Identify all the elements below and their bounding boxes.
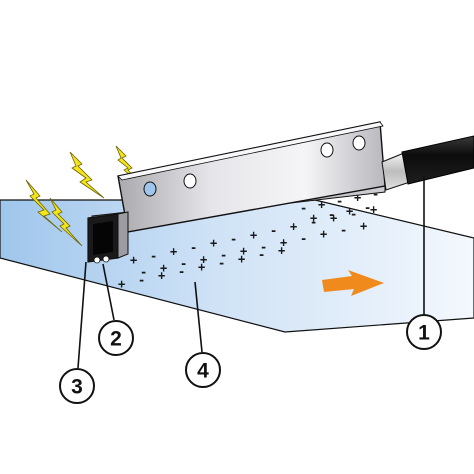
- charge-symbol: -: [150, 249, 157, 263]
- lightning-spark-icon: [25, 145, 141, 247]
- charge-symbol: -: [230, 232, 237, 246]
- charge-symbol: -: [328, 208, 335, 222]
- charge-symbol: +: [290, 219, 297, 233]
- charge-symbol: -: [220, 248, 227, 262]
- charge-symbol: +: [200, 252, 207, 266]
- charge-symbol: -: [350, 207, 357, 221]
- charge-symbol: +: [240, 244, 247, 258]
- charge-symbol: +: [238, 252, 245, 266]
- charge-symbol: +: [158, 269, 165, 283]
- charge-symbol: +: [198, 260, 205, 274]
- charge-symbol: -: [258, 248, 265, 262]
- mounting-holes: [143, 135, 366, 197]
- emitter-channel-side: [117, 211, 129, 259]
- power-cable: [401, 135, 474, 185]
- charge-symbol: +: [118, 277, 125, 291]
- charge-field: +-+-+-+-+-+-+-+-+-+-+-+-++-+-+-+-+-+-+-+…: [118, 187, 379, 291]
- charge-symbol: -: [310, 215, 317, 229]
- charge-symbol: +: [280, 236, 287, 250]
- callout-2-label: 2: [110, 328, 122, 351]
- charge-symbol: -: [190, 240, 197, 254]
- callout-3: 3: [59, 368, 95, 404]
- leader-line-4: [194, 281, 203, 353]
- charge-symbol: +: [346, 204, 353, 218]
- film-sheet: [0, 199, 474, 333]
- leader-line-2: [102, 263, 115, 321]
- charge-symbol: -: [300, 201, 307, 215]
- charge-symbol: +: [130, 253, 137, 267]
- charge-symbol: +: [360, 219, 367, 233]
- charge-symbol: -: [180, 257, 187, 271]
- charge-symbol: -: [372, 187, 379, 201]
- charge-symbol: -: [336, 194, 343, 208]
- charge-symbol: -: [300, 231, 307, 245]
- eliminator-bar-top-edge: [117, 121, 384, 181]
- emitter-pins: [93, 255, 110, 264]
- callout-2: 2: [98, 320, 134, 356]
- callout-1-label: 1: [418, 322, 430, 345]
- charge-symbol: -: [218, 256, 225, 270]
- callout-1: 1: [406, 314, 442, 350]
- movement-arrow-icon: [322, 270, 384, 296]
- charge-symbol: +: [210, 236, 217, 250]
- charge-symbol: +: [318, 198, 325, 212]
- charge-symbol: -: [364, 201, 371, 215]
- charge-symbol: -: [140, 265, 147, 279]
- charge-symbol: -: [260, 240, 267, 254]
- charge-symbol: +: [278, 243, 285, 257]
- leader-line-3: [77, 261, 87, 369]
- charge-symbol: +: [160, 261, 167, 275]
- callout-4: 4: [185, 352, 221, 388]
- charge-symbol: -: [340, 223, 347, 237]
- callout-3-label: 3: [71, 376, 83, 399]
- emitter-channel-inner: [93, 221, 113, 255]
- charge-symbol: +: [310, 211, 317, 225]
- charge-symbol: +: [330, 211, 337, 225]
- charge-symbol: +: [370, 203, 377, 217]
- charge-symbol: +: [250, 228, 257, 242]
- charge-symbol: +: [320, 227, 327, 241]
- callout-4-label: 4: [197, 360, 209, 383]
- charge-symbol: -: [138, 273, 145, 287]
- charge-symbol: +: [354, 191, 361, 205]
- callout-leaders: [77, 176, 425, 369]
- charge-symbol: -: [270, 224, 277, 238]
- charge-symbol: +: [170, 245, 177, 259]
- charge-symbol: -: [178, 264, 185, 278]
